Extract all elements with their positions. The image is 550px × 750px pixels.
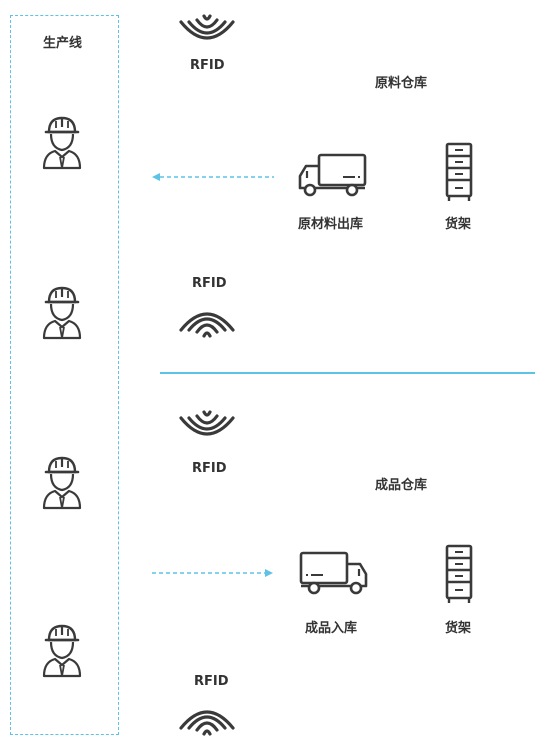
truck-icon <box>297 152 369 198</box>
rfid-label: RFID <box>190 58 225 73</box>
section-divider <box>160 372 535 374</box>
shelf-icon <box>444 544 474 604</box>
rfid-label: RFID <box>194 674 229 689</box>
raw-warehouse-title: 原料仓库 <box>375 76 428 91</box>
finished-shelf-label: 货架 <box>445 621 472 636</box>
raw-shelf-label: 货架 <box>445 217 472 232</box>
truck-icon <box>297 550 369 596</box>
rfid-label: RFID <box>192 461 227 476</box>
shelf-icon <box>444 142 474 202</box>
worker-icon <box>42 450 82 510</box>
raw-outbound-label: 原材料出库 <box>298 217 364 232</box>
finished-warehouse-title: 成品仓库 <box>375 478 428 493</box>
worker-icon <box>42 280 82 340</box>
rfid-label: RFID <box>192 276 227 291</box>
outbound-arrow <box>152 173 274 181</box>
worker-icon <box>42 618 82 678</box>
worker-icon <box>42 110 82 170</box>
rfid-icon <box>177 410 237 446</box>
production-line-label: 生产线 <box>43 36 83 51</box>
rfid-icon <box>177 700 237 736</box>
inbound-arrow <box>152 569 273 577</box>
production-line-box <box>10 15 119 735</box>
rfid-icon <box>177 302 237 338</box>
finished-inbound-label: 成品入库 <box>305 621 358 636</box>
rfid-icon <box>177 14 237 50</box>
